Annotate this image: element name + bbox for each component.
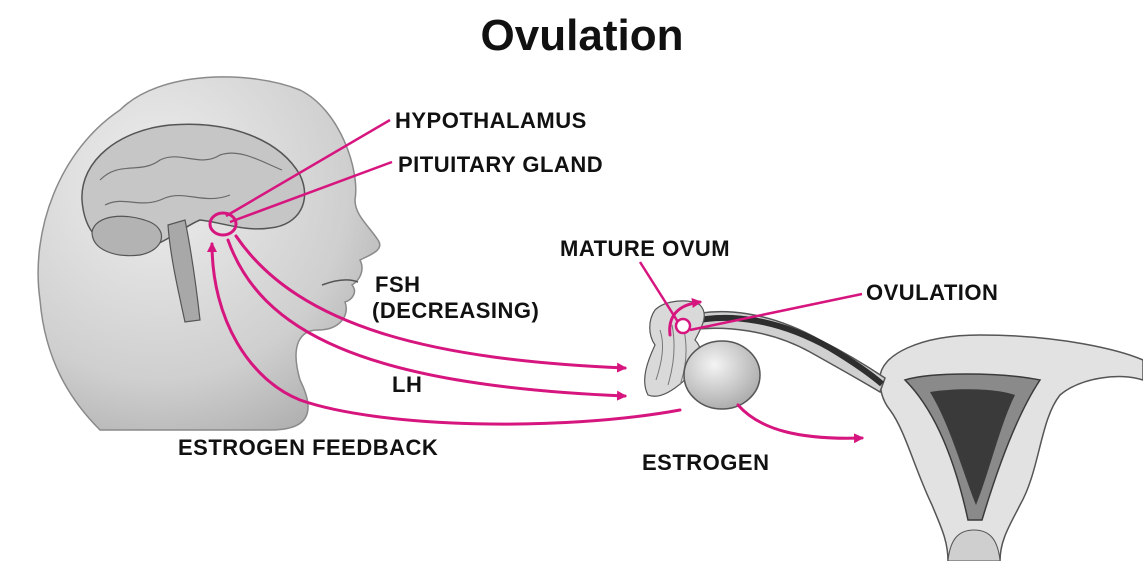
label-ovulation: OVULATION [866, 280, 998, 305]
diagram-title: Ovulation [481, 11, 684, 60]
estrogen-arrow [738, 405, 862, 438]
label-estrogen-feedback: ESTROGEN FEEDBACK [178, 435, 438, 460]
label-lh: LH [392, 372, 422, 397]
ovary [684, 341, 760, 409]
cerebellum [92, 216, 161, 255]
label-fsh-decreasing: (DECREASING) [372, 298, 539, 323]
label-hypothalamus: HYPOTHALAMUS [395, 108, 587, 133]
uterus-illustration [645, 301, 1143, 561]
label-pituitary-gland: PITUITARY GLAND [398, 152, 603, 177]
label-mature-ovum: MATURE OVUM [560, 236, 730, 261]
head-illustration [38, 77, 380, 430]
label-fsh: FSH [375, 272, 421, 297]
label-estrogen: ESTROGEN [642, 450, 769, 475]
uterus [880, 335, 1143, 561]
